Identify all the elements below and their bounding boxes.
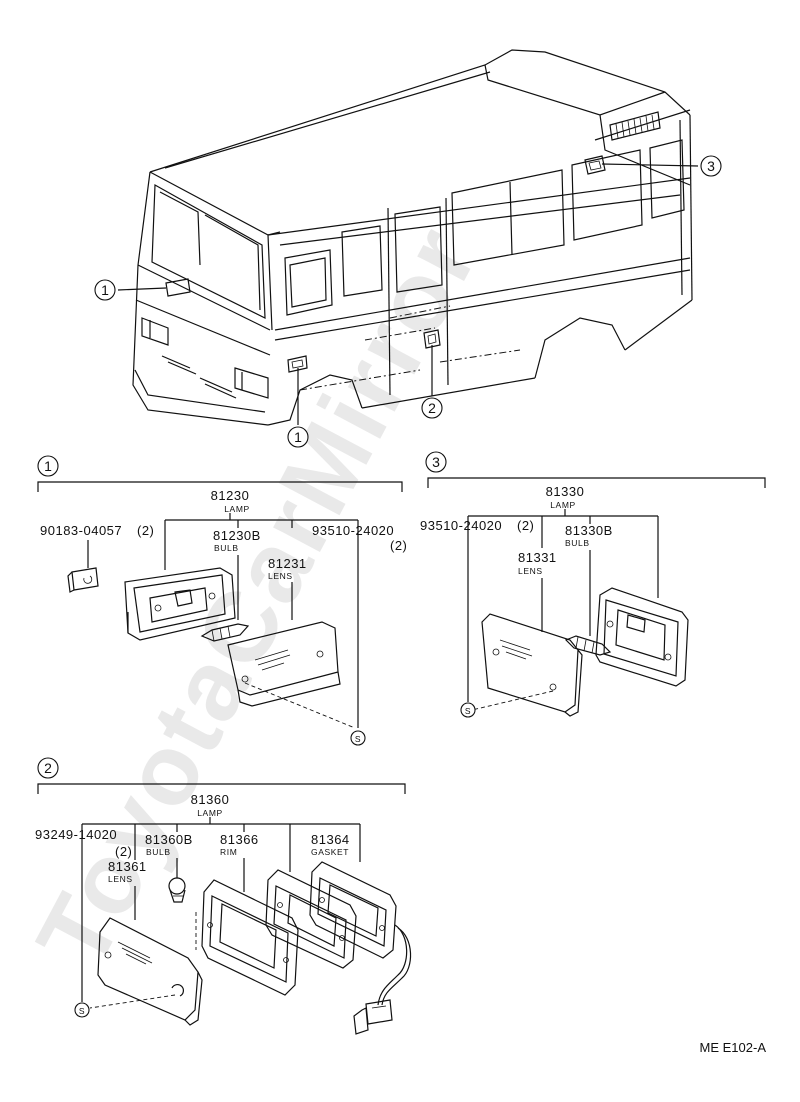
svg-text:1: 1 <box>294 429 302 445</box>
s1-bulb-part-no: 81230B <box>213 528 261 543</box>
s2-lamp-name: LAMP <box>197 808 223 818</box>
s1-bulb-drawing <box>200 623 250 642</box>
s3-screw-part-no: 93510-24020 <box>420 518 502 533</box>
s3-screw-qty: (2) <box>517 518 534 533</box>
s1-screw-drawing <box>67 567 99 593</box>
s3-lens-name: LENS <box>518 566 543 576</box>
vehicle-callout-1a: 1 <box>94 279 116 301</box>
s2-s-marker: S <box>74 1002 90 1018</box>
s2-housing-drawing <box>309 861 397 959</box>
svg-text:S: S <box>79 1006 85 1016</box>
svg-text:3: 3 <box>707 158 715 174</box>
s3-housing-drawing <box>595 587 689 687</box>
section-2-number: 2 <box>37 757 59 779</box>
section-3: 3 81330 LAMP 93510-24020 (2) 81330B BULB… <box>420 451 766 718</box>
vehicle-callout-1b: 1 <box>287 426 309 448</box>
s2-bulb-name: BULB <box>146 847 171 857</box>
s2-rim-part-no: 81366 <box>220 832 259 847</box>
s2-screw-part-no: 93249-14020 <box>35 827 117 842</box>
section-1-number: 1 <box>37 455 59 477</box>
s1-screw-qty: (2) <box>137 523 154 538</box>
s2-connector-drawing <box>353 924 412 1035</box>
diagram-code: ME E102-A <box>700 1040 767 1055</box>
s3-bulb-name: BULB <box>565 538 590 548</box>
svg-text:1: 1 <box>101 282 109 298</box>
s1-screw2-qty: (2) <box>390 538 407 553</box>
svg-text:2: 2 <box>428 400 436 416</box>
s2-gasket-drawing <box>265 869 357 969</box>
s2-bulb-part-no: 81360B <box>145 832 193 847</box>
s1-s-marker: S <box>350 730 366 746</box>
s2-rim-name: RIM <box>220 847 237 857</box>
s1-bulb-name: BULB <box>214 543 239 553</box>
vehicle-outline <box>117 49 699 426</box>
s1-lamp-name: LAMP <box>224 504 250 514</box>
vehicle-callout-3: 3 <box>700 155 722 177</box>
s3-lamp-part-no: 81330 <box>546 484 585 499</box>
s3-lamp-name: LAMP <box>550 500 576 510</box>
s2-lamp-part-no: 81360 <box>191 792 230 807</box>
section-2-bracket <box>37 783 406 794</box>
s1-lens-name: LENS <box>268 571 293 581</box>
s1-lens-part-no: 81231 <box>268 556 307 571</box>
s2-lens-drawing <box>89 917 203 1026</box>
svg-text:3: 3 <box>432 454 440 470</box>
svg-text:1: 1 <box>44 458 52 474</box>
s2-rim-drawing <box>195 879 299 996</box>
s1-lamp-part-no: 81230 <box>211 488 250 503</box>
s1-screw2-part-no: 93510-24020 <box>312 523 394 538</box>
section-1: 1 81230 LAMP 90183-04057 (2) 81230B BULB… <box>37 455 407 746</box>
s1-screw-part-no: 90183-04057 <box>40 523 122 538</box>
s1-housing-drawing <box>124 567 236 641</box>
s3-bulb-part-no: 81330B <box>565 523 613 538</box>
s2-gasket-name: GASKET <box>311 847 349 857</box>
section-3-bracket <box>427 477 766 488</box>
s2-lens-part-no: 81361 <box>108 859 147 874</box>
s3-lens-drawing <box>471 613 583 717</box>
svg-text:2: 2 <box>44 760 52 776</box>
s2-bulb-drawing <box>168 877 186 903</box>
section-1-bracket <box>37 481 403 492</box>
s3-s-marker: S <box>460 702 476 718</box>
s2-lens-name: LENS <box>108 874 133 884</box>
svg-text:S: S <box>355 734 361 744</box>
s3-lens-part-no: 81331 <box>518 550 557 565</box>
section-3-number: 3 <box>425 451 447 473</box>
s1-lens-drawing <box>227 621 356 729</box>
s2-gasket-part-no: 81364 <box>311 832 350 847</box>
s3-bulb-drawing <box>564 635 612 656</box>
s2-screw-qty: (2) <box>115 844 132 859</box>
vehicle-callout-2: 2 <box>421 397 443 419</box>
section-2: 2 81360 LAMP 93249-14020 (2) 81360B BULB… <box>35 757 412 1035</box>
svg-text:S: S <box>465 706 471 716</box>
